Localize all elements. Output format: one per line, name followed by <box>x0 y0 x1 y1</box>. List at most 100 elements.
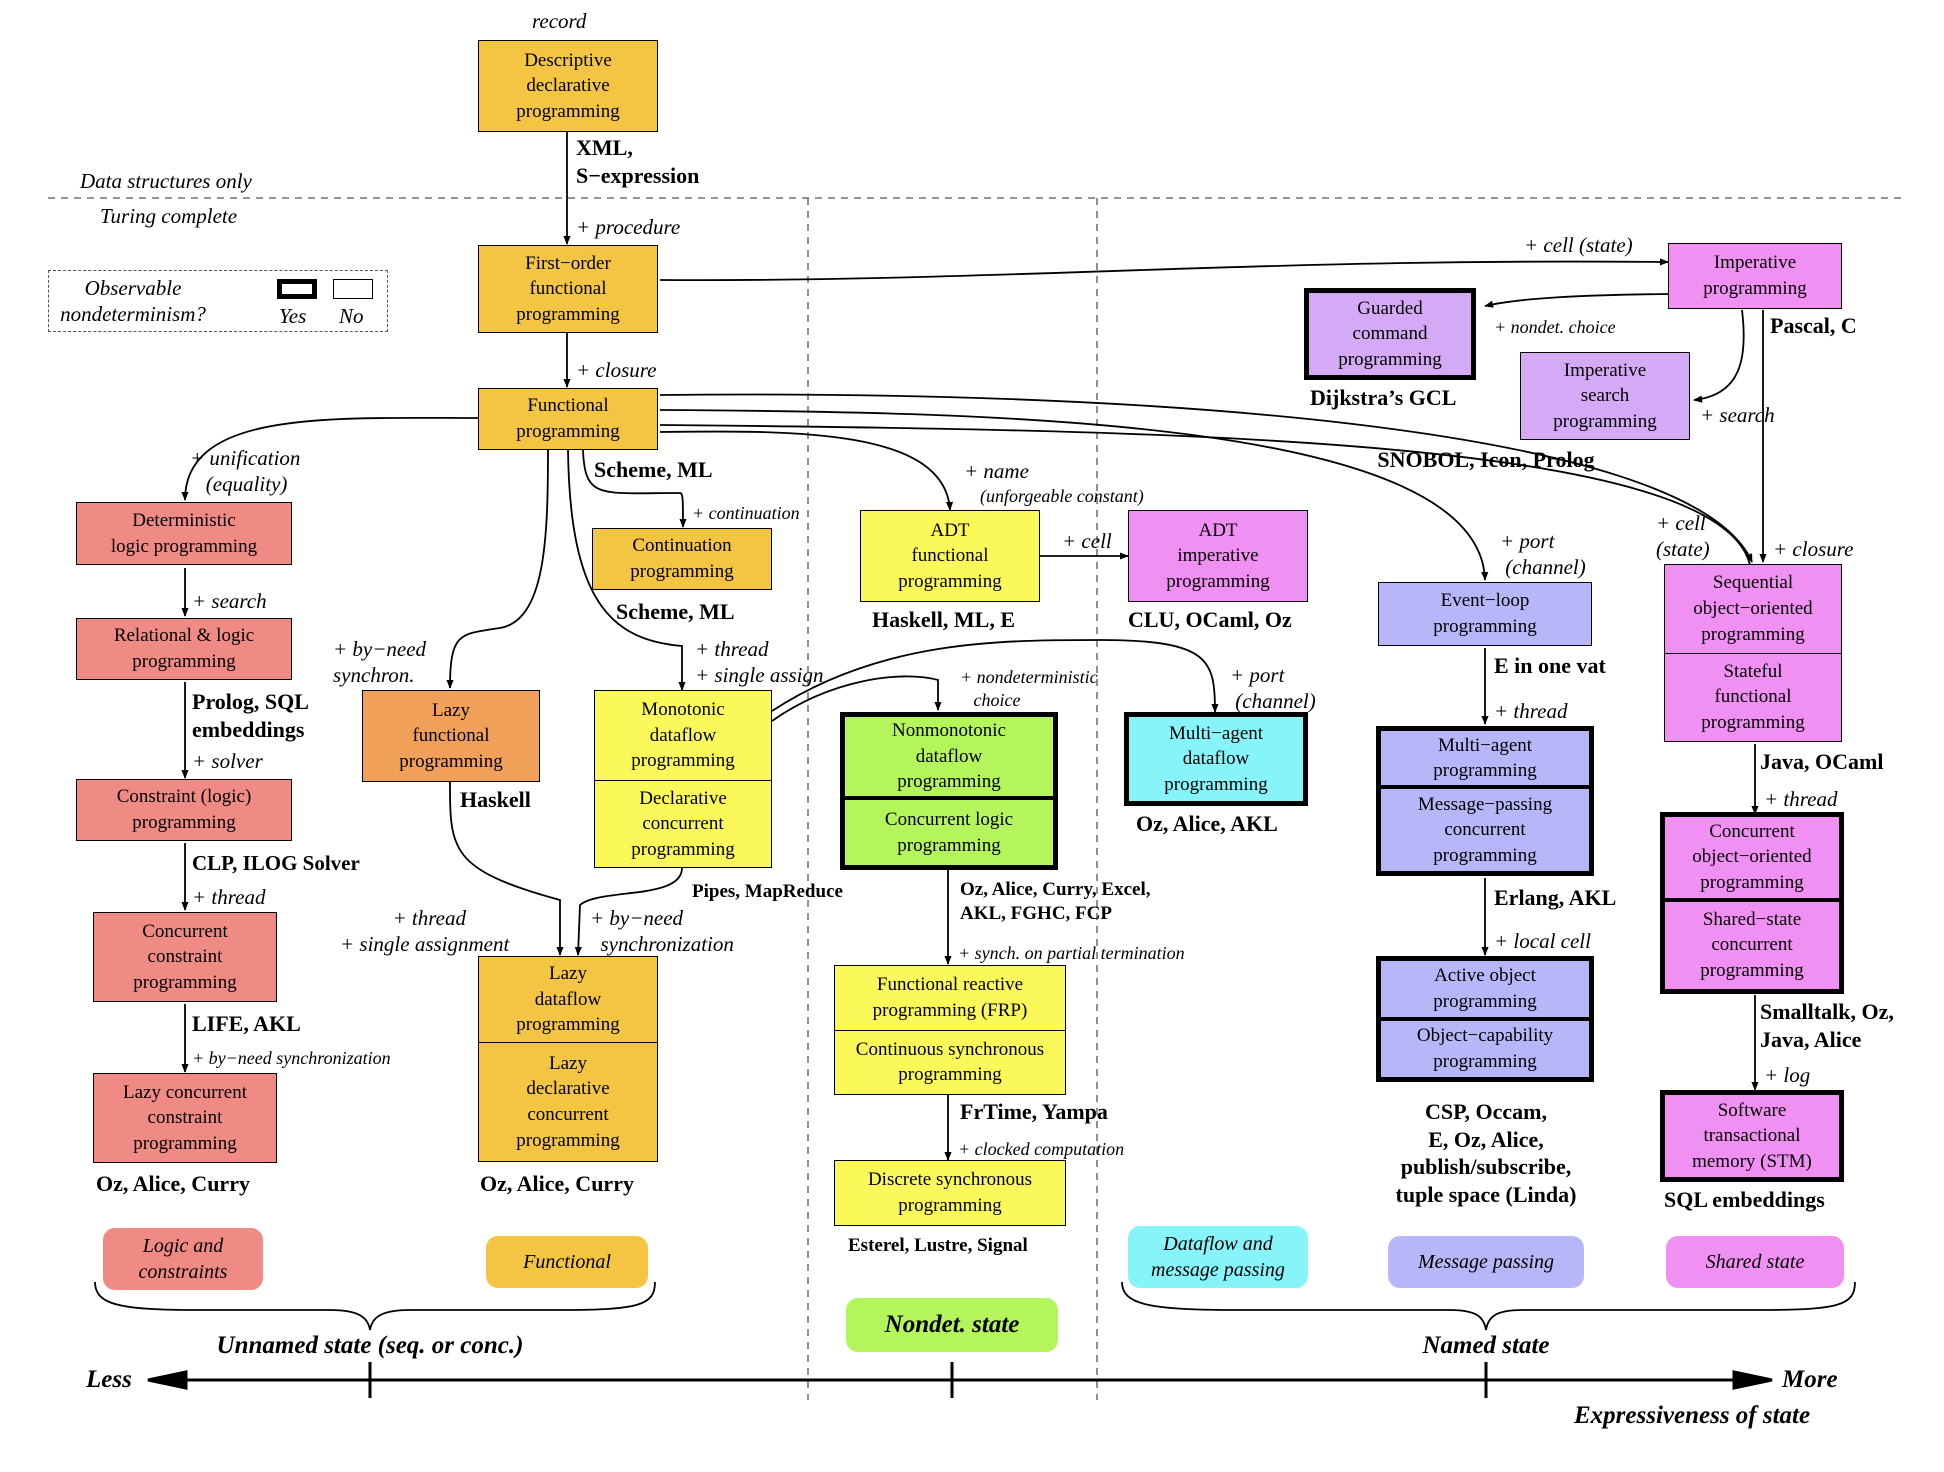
box-first-order-cell-0: First−order functional programming <box>516 252 620 325</box>
concept-label-thread-single: + thread + single assign <box>695 637 824 688</box>
region-label-data-only: Data structures only <box>80 169 252 193</box>
box-discrete-synchronous: Discrete synchronous programming <box>834 1160 1066 1226</box>
language-label-life: LIFE, AKL <box>192 1011 301 1036</box>
language-label-esterel: Esterel, Lustre, Signal <box>848 1235 1028 1256</box>
box-nonmonotonic-dataflow-cell-1: Concurrent logic programming <box>845 796 1053 865</box>
arrow-lazyfunctional-lazydataflow <box>449 781 564 956</box>
language-label-pascal: Pascal, C <box>1770 313 1857 338</box>
box-imperative: Imperative programming <box>1668 243 1842 309</box>
box-first-order: First−order functional programming <box>478 245 658 333</box>
concept-label-unforgeable: (unforgeable constant) <box>980 486 1144 506</box>
box-constraint-logic: Constraint (logic) programming <box>76 779 292 841</box>
arrow-functional-lazyfunctional <box>446 449 549 689</box>
region-label-turing: Turing complete <box>100 204 238 228</box>
concept-label-unification: + unification (equality) <box>190 446 301 497</box>
box-sequential-oo-cell-1: Stateful functional programming <box>1665 652 1841 742</box>
arrow-functional-adt <box>659 430 954 511</box>
language-label-dijkstra: Dijkstra’s GCL <box>1310 385 1457 410</box>
box-functional-cell-0: Functional programming <box>516 395 620 442</box>
language-label-frtime: FrTime, Yampa <box>960 1099 1108 1124</box>
concept-label-search-logic: + search <box>192 589 267 613</box>
box-adt-functional: ADT functional programming <box>860 510 1040 602</box>
box-concurrent-oo-cell-1: Shared−state concurrent programming <box>1665 897 1839 989</box>
legend-question: Observable nondeterminism? <box>60 276 206 327</box>
axis-less-label: Less <box>86 1366 132 1393</box>
arrow-monotonic-nonmonotonic <box>771 675 942 722</box>
language-label-erlang: Erlang, AKL <box>1494 885 1617 910</box>
axis-more-label: More <box>1782 1366 1838 1393</box>
box-frp-cell-0: Functional reactive programming (FRP) <box>872 974 1028 1021</box>
concept-label-nondet-choice: + nondeterministic choice <box>960 667 1098 710</box>
box-multi-agent-dataflow-cell-0: Multi−agent dataflow programming <box>1164 722 1268 795</box>
concept-label-thread-oo: + thread <box>1764 787 1838 811</box>
box-descriptive: Descriptive declarative programming <box>478 40 658 132</box>
language-label-e-one-vat: E in one vat <box>1494 653 1606 678</box>
box-guarded-command-cell-0: Guarded command programming <box>1338 297 1442 370</box>
axis-left-arrowhead <box>147 1370 188 1390</box>
arrow-functional-monotonic <box>567 449 686 691</box>
brace-label-named: Named state <box>1422 1332 1550 1359</box>
box-monotonic-dataflow-cell-1: Declarative concurrent programming <box>595 780 771 867</box>
concept-label-search-imp: + search <box>1700 403 1775 427</box>
concept-label-nondet-choice-gc: + nondet. choice <box>1494 317 1616 337</box>
box-nonmonotonic-dataflow-cell-0: Nonmonotonic dataflow programming <box>892 720 1006 793</box>
box-concurrent-constraint-cell-0: Concurrent constraint programming <box>133 920 237 993</box>
concept-label-local-cell: + local cell <box>1494 929 1591 953</box>
box-deterministic-logic-cell-0: Deterministic logic programming <box>110 509 258 557</box>
language-label-xml: XML, S−expression <box>576 135 700 188</box>
box-adt-functional-cell-0: ADT functional programming <box>898 519 1002 592</box>
box-multi-agent-cell-0: Multi−agent programming <box>1433 734 1537 782</box>
legend-no-swatch <box>333 279 373 299</box>
concept-label-closure: + closure <box>576 358 657 382</box>
concept-label-byneed-sync: + by−need synchron. <box>333 637 427 688</box>
box-stm: Software transactional memory (STM) <box>1660 1090 1844 1182</box>
category-logic-constraints: Logic and constraints <box>103 1228 263 1290</box>
language-label-sql-embeddings: SQL embeddings <box>1664 1187 1825 1212</box>
concept-label-clocked: + clocked computation <box>958 1139 1125 1159</box>
concept-label-name: + name <box>964 459 1029 483</box>
arrow-imperative-guarded <box>1484 293 1669 308</box>
box-monotonic-dataflow-cell-0: Monotonic dataflow programming <box>631 699 735 772</box>
concept-label-procedure: + procedure <box>576 215 681 239</box>
box-event-loop: Event−loop programming <box>1378 582 1592 646</box>
box-guarded-command: Guarded command programming <box>1304 288 1476 380</box>
box-concurrent-oo-cell-0: Concurrent object−oriented programming <box>1692 820 1812 894</box>
concept-label-log: + log <box>1764 1063 1811 1087</box>
box-deterministic-logic: Deterministic logic programming <box>76 502 292 565</box>
language-label-java-ocaml: Java, OCaml <box>1760 749 1884 774</box>
concept-label-closure-oo: + closure <box>1773 537 1854 561</box>
box-imperative-search-cell-0: Imperative search programming <box>1553 359 1657 432</box>
axis-title: Expressiveness of state <box>1574 1402 1811 1429</box>
language-label-oz-alice-curry-excel: Oz, Alice, Curry, Excel, AKL, FGHC, FCP <box>960 879 1151 924</box>
box-multi-agent-dataflow: Multi−agent dataflow programming <box>1124 712 1308 806</box>
category-shared-state: Shared state <box>1666 1236 1844 1288</box>
box-active-object-cell-0: Active object programming <box>1433 965 1537 1012</box>
language-label-oz-alice-curry-2: Oz, Alice, Curry <box>480 1171 634 1196</box>
box-descriptive-cell-0: Descriptive declarative programming <box>516 49 620 122</box>
axis-right-arrowhead <box>1732 1370 1773 1390</box>
arrow-imperative-search <box>1693 309 1745 403</box>
language-label-csp: CSP, Occam, E, Oz, Alice, publish/subscr… <box>1395 1099 1577 1207</box>
concept-label-continuation-lbl: + continuation <box>692 503 800 523</box>
box-relational-logic-cell-0: Relational & logic programming <box>113 625 255 672</box>
language-label-clp: CLP, ILOG Solver <box>192 851 360 875</box>
language-label-haskell: Haskell <box>460 787 531 812</box>
box-frp: Functional reactive programming (FRP)Con… <box>834 965 1066 1095</box>
concept-label-thread-cc: + thread <box>192 885 266 909</box>
concept-label-thread-single-assign: + thread + single assignment <box>340 906 510 957</box>
arrow-functional-sequential-2 <box>659 424 1751 566</box>
box-lazy-dataflow-cell-0: Lazy dataflow programming <box>516 963 620 1036</box>
box-constraint-logic-cell-0: Constraint (logic) programming <box>116 786 252 833</box>
language-label-snobol: SNOBOL, Icon, Prolog <box>1377 447 1595 472</box>
language-label-prolog-sql: Prolog, SQL embeddings <box>192 689 309 742</box>
language-label-haskell-ml-e: Haskell, ML, E <box>872 607 1016 632</box>
arrow-functional-eventloop <box>659 409 1489 581</box>
concept-label-cell-state: + cell (state) <box>1656 511 1710 562</box>
box-lazy-concurrent-constraint-cell-0: Lazy concurrent constraint programming <box>123 1081 247 1154</box>
language-label-pipes: Pipes, MapReduce <box>692 881 843 902</box>
language-label-oz-alice-curry-1: Oz, Alice, Curry <box>96 1171 250 1196</box>
arrow-firstorder-imperative <box>659 258 1669 282</box>
